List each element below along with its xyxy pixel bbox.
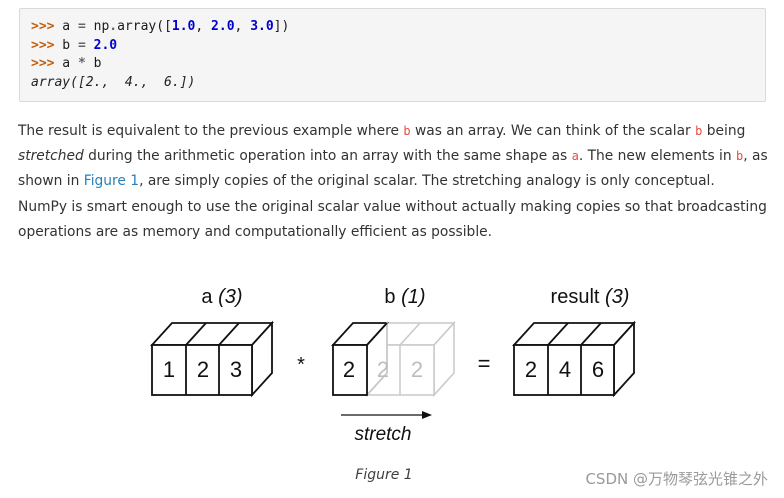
b-value-copy-2: 2 — [377, 357, 389, 382]
result-value-2: 4 — [559, 357, 571, 382]
array-b — [330, 320, 456, 398]
inline-code-b: b — [735, 149, 744, 164]
inline-code-b: b — [695, 124, 703, 138]
broadcast-figure: a (3) b (1) result (3) 1 2 3 * 2 2 2 — [149, 286, 637, 445]
body-paragraph: The result is equivalent to the previous… — [18, 123, 768, 240]
emphasis-stretched: stretched — [18, 148, 84, 165]
label-result: result (3) — [551, 286, 630, 308]
b-value-1: 2 — [343, 357, 355, 382]
a-value-3: 3 — [230, 357, 242, 382]
figure-caption: Figure 1 — [355, 467, 413, 483]
code-output: array([2., 4., 6.]) — [31, 74, 196, 90]
stretch-label: stretch — [354, 424, 411, 445]
code-line-2: >>> b = 2.0 — [31, 37, 118, 53]
label-b: b (1) — [384, 286, 425, 308]
result-value-3: 6 — [592, 357, 604, 382]
equals-operator: = — [478, 351, 491, 376]
code-block: >>> a = np.array([1.0, 2.0, 3.0]) >>> b … — [19, 8, 766, 102]
result-value-1: 2 — [525, 357, 537, 382]
a-value-1: 1 — [163, 357, 175, 382]
array-a — [149, 320, 275, 398]
stretch-arrow — [341, 411, 432, 419]
label-a: a (3) — [201, 286, 242, 308]
code-line-3: >>> a * b — [31, 56, 102, 71]
inline-code-b: b — [403, 124, 411, 138]
watermark: CSDN @万物琴弦光锥之外 — [585, 470, 768, 488]
inline-code-a: a — [571, 149, 579, 164]
times-operator: * — [297, 354, 305, 376]
a-value-2: 2 — [197, 357, 209, 382]
array-result — [511, 320, 637, 398]
figure-1-link[interactable]: Figure 1 — [83, 173, 140, 190]
b-value-copy-3: 2 — [411, 357, 423, 382]
code-line-1: >>> a = np.array([1.0, 2.0, 3.0]) — [31, 19, 290, 34]
